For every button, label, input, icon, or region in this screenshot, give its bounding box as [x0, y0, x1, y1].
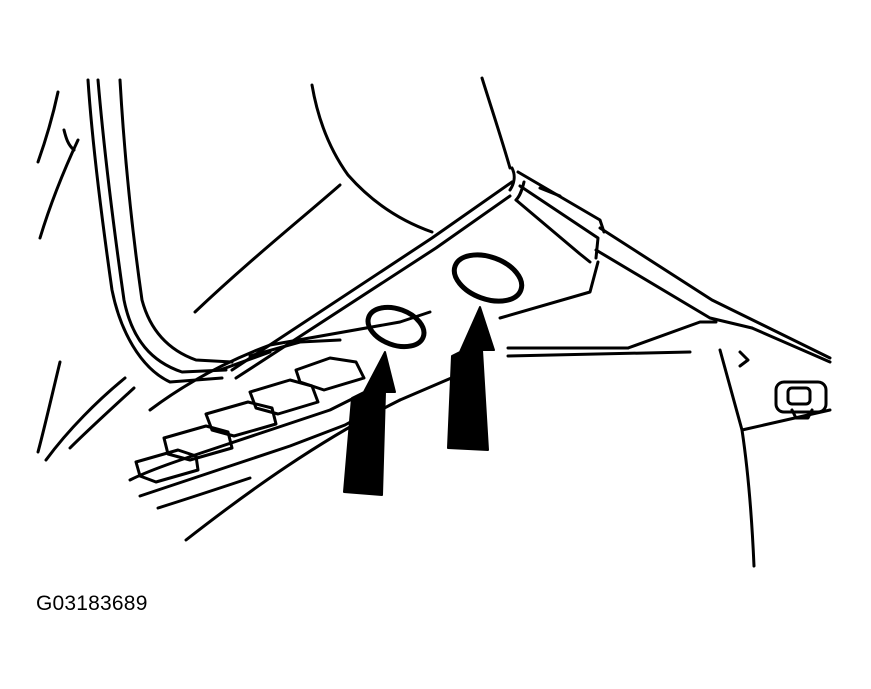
floor-plug-left [365, 304, 427, 350]
floor-plug-right [451, 252, 525, 304]
floor-sill-lines [148, 166, 832, 568]
figure-code: G03183689 [36, 592, 148, 615]
scuff-plate-ribs [128, 338, 374, 510]
fastener-clip [738, 350, 828, 420]
arrow-right-icon [447, 306, 495, 451]
seat-outline [193, 76, 512, 314]
left-body-lines [36, 90, 80, 240]
door-pillar [36, 78, 234, 462]
arrow-left-icon [343, 351, 396, 496]
